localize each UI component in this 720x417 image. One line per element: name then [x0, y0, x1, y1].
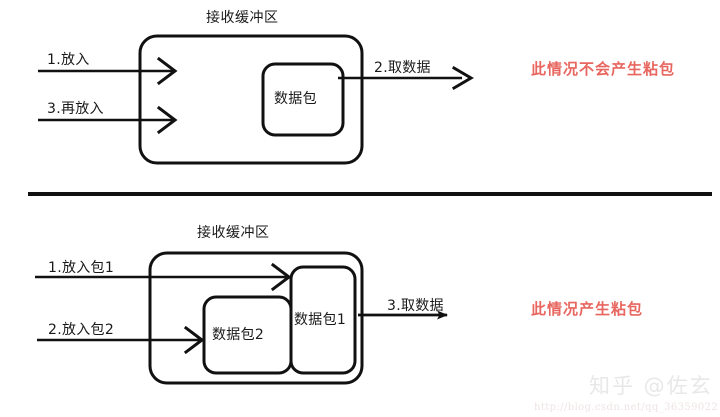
arrow-head-take-2: [451, 65, 474, 91]
flow-label-put-3: 3.再放入: [47, 101, 104, 117]
arrow-head-put-b2: [183, 325, 205, 355]
arrow-head-put-b1: [270, 262, 292, 292]
packet-label-top: 数据包: [274, 91, 317, 107]
note-no-sticky: 此情况不会产生粘包: [531, 60, 676, 78]
flow-label-put-b1: 1.放入包1: [48, 260, 115, 276]
buffer-title-top: 接收缓冲区: [206, 10, 279, 26]
packet-label-2: 数据包2: [212, 327, 265, 343]
buffer-title-bottom: 接收缓冲区: [197, 225, 270, 241]
watermark-url: http://blog.csdn.net/qq_36359022: [534, 402, 719, 413]
watermark-site: 知乎 @佐玄: [589, 374, 713, 398]
packet-box-top: [261, 62, 345, 137]
packet-box-2: [202, 295, 293, 375]
flow-label-put-b2: 2.放入包2: [48, 322, 115, 338]
arrow-head-put-1: [156, 56, 178, 86]
flow-label-take-2: 2.取数据: [374, 60, 431, 76]
buffer-box-bottom: [148, 251, 364, 385]
buffer-box-top: [138, 34, 364, 165]
top-section-graphics: [38, 34, 474, 165]
note-sticky: 此情况产生粘包: [531, 300, 644, 318]
arrow-head-put-3: [156, 105, 178, 135]
flow-label-take-b3: 3.取数据: [387, 298, 444, 314]
flow-label-put-1: 1.放入: [47, 52, 90, 68]
packet-label-1: 数据包1: [294, 312, 347, 328]
bottom-section-graphics: [35, 251, 448, 385]
